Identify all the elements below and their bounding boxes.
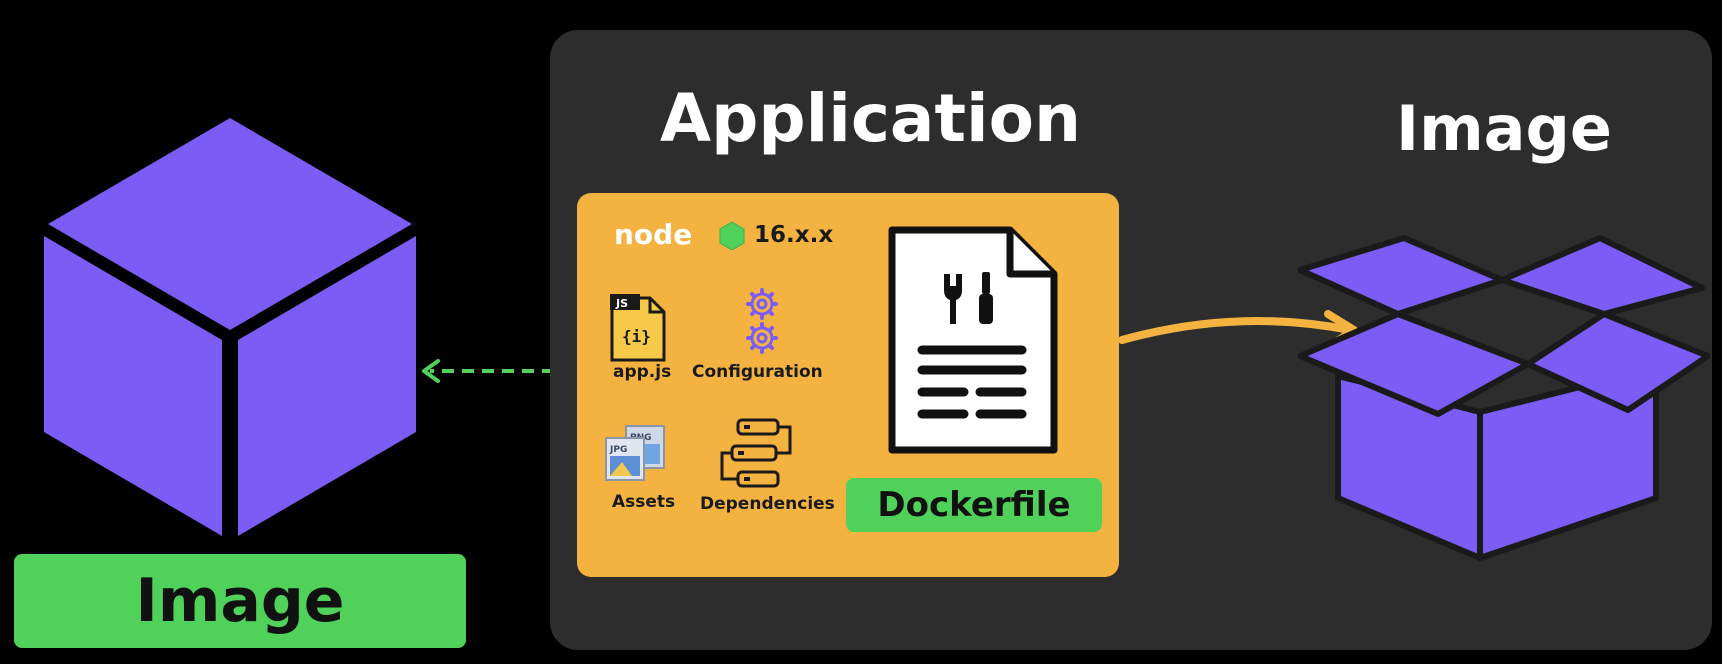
- image-badge-left: Image: [14, 554, 466, 648]
- cube-icon: [44, 118, 416, 536]
- svg-text:{i}: {i}: [622, 327, 651, 346]
- nodejs-logo-text: node: [614, 218, 692, 250]
- configuration-label: Configuration: [692, 362, 823, 382]
- dependencies-label: Dependencies: [700, 494, 835, 514]
- image-badge-left-label: Image: [135, 566, 345, 636]
- js-file-icon: JS {i}: [610, 294, 666, 362]
- application-title: Application: [660, 80, 1081, 157]
- nodejs-logo-icon: node: [614, 218, 745, 250]
- node-version: 16.x.x: [754, 222, 834, 248]
- image-title: Image: [1396, 92, 1612, 165]
- dockerfile-document-icon: [888, 226, 1058, 454]
- image-files-icon: PNG JPG: [605, 425, 665, 481]
- dockerfile-badge: Dockerfile: [846, 478, 1102, 532]
- dashed-arrow-left: [422, 359, 554, 383]
- svg-text:JS: JS: [615, 297, 628, 310]
- svg-text:JPG: JPG: [609, 445, 627, 455]
- assets-label: Assets: [612, 492, 676, 512]
- dockerfile-badge-label: Dockerfile: [877, 485, 1071, 525]
- app-js-label: app.js: [613, 362, 672, 382]
- gear-icon: [746, 288, 778, 354]
- open-box-icon: [1298, 235, 1710, 561]
- dependencies-icon: [720, 418, 792, 488]
